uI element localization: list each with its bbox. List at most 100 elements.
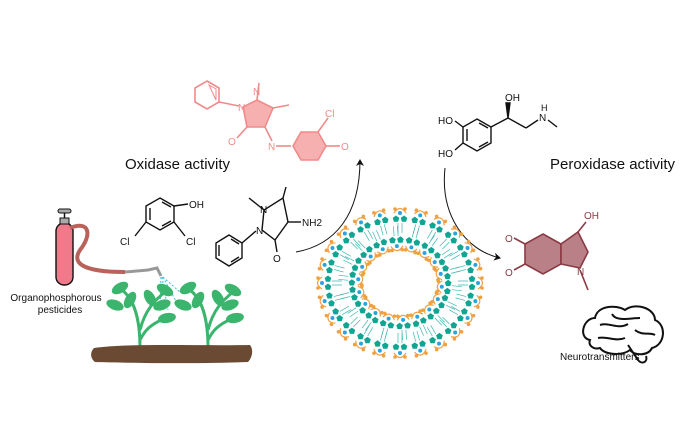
lipid-molecule [355,240,379,265]
lipid-molecule [426,214,448,241]
atom-o: O [228,137,236,148]
liposome [316,207,484,359]
peroxidase-arrow [443,167,501,261]
atom-n: N [539,113,546,124]
atom-n: N [238,103,245,114]
atom-ho: HO [438,149,453,160]
atom-cl: Cl [120,237,129,248]
hose [69,223,126,274]
atom-oh: OH [505,93,520,104]
lipid-molecule [336,225,361,250]
leaf [221,299,239,311]
canister-icon [55,222,74,286]
lipid-molecule [316,275,342,290]
peroxidase-activity-label: Peroxidase activity [550,156,676,173]
lipid-molecule [379,311,397,339]
lipid-molecule [430,291,457,310]
pesticide-sprayer [55,208,182,311]
lipid-molecule [409,309,428,336]
atom-o: O [273,254,281,265]
atom-n: N [253,87,260,98]
atom-ho: HO [438,116,453,127]
leaf [174,299,192,311]
atom-o: O [341,142,349,153]
lipid-molecule [416,235,439,261]
lipid-molecule [426,248,453,271]
soil [91,345,253,364]
leaf [224,283,242,297]
lipid-molecule [347,295,374,318]
lipid-molecule [372,230,391,257]
brain-icon [582,305,664,364]
lipid-molecule [449,305,476,327]
lipid-molecule [372,208,389,236]
leaf [226,312,244,324]
leaf [111,281,129,295]
leaf [191,291,205,309]
oxidase-product-molecule [194,80,340,161]
dichlorophenol-molecule [134,197,189,237]
peroxidase-product-atoms: O O OH N [505,211,599,279]
lipid-molecule [455,292,483,309]
epinephrine-atoms: HO HO OH N H [438,93,548,160]
peroxidase-product-molecule [513,221,589,291]
leaf [179,281,197,295]
lipid-molecule [324,239,351,261]
lipid-molecule [317,257,345,274]
lipid-molecule [352,325,374,352]
epinephrine-molecule [454,102,558,152]
lipid-molecule [336,316,361,341]
aminoantipyrine-molecule [215,186,301,267]
leaf [123,291,137,309]
lipid-molecule [361,305,384,331]
pesticides-label-line1: Organophosphorous [10,293,101,304]
leaf [156,283,174,297]
lipid-molecule [455,257,483,274]
atom-o: O [505,234,513,245]
lipid-molecule [396,313,411,341]
lipid-molecule [435,279,462,295]
atom-oh: OH [584,211,599,222]
atom-h: H [541,103,548,113]
lipid-molecule [339,284,367,301]
lipid-molecule [411,330,428,358]
lipid-molecule [426,325,448,352]
lipid-molecule [389,225,404,253]
lipid-molecule [392,333,408,359]
atom-n: N [260,205,267,216]
lipid-molecule [439,225,464,250]
oxidase-product-atoms: N N O N Cl O [228,87,349,153]
lipid-molecule [458,275,484,290]
atom-n: N [268,142,275,153]
atom-n: N [256,226,263,237]
leaf [153,299,171,311]
aminoantipyrine-atoms: N N O NH2 [256,205,322,265]
atom-n: N [577,267,584,278]
neurotransmitters-label: Neurotransmitters [560,352,639,363]
atom-cl: Cl [325,109,334,120]
atom-o: O [505,268,513,279]
pesticides-label-line2: pesticides [38,305,82,316]
leaf [211,289,225,307]
lipid-molecule [421,301,445,326]
leaf [106,299,124,311]
lipid-molecule [449,239,476,261]
spray-nozzle [124,266,163,277]
leaf [158,312,176,324]
plant [106,281,176,349]
lipid-molecule [338,271,365,287]
atom-cl: Cl [186,237,195,248]
lipid-molecule [433,265,461,282]
atom-nh2: NH2 [302,218,322,229]
lipid-molecule [439,316,464,341]
oxidase-arrow [295,159,364,253]
lipid-molecule [392,207,408,233]
lipid-molecule [352,214,374,241]
dichlorophenol-atoms: OH Cl Cl [120,200,204,248]
lipid-molecule [403,227,421,255]
oxidase-activity-label: Oxidase activity [125,156,231,173]
plant [174,281,244,349]
atom-oh: OH [189,200,204,211]
